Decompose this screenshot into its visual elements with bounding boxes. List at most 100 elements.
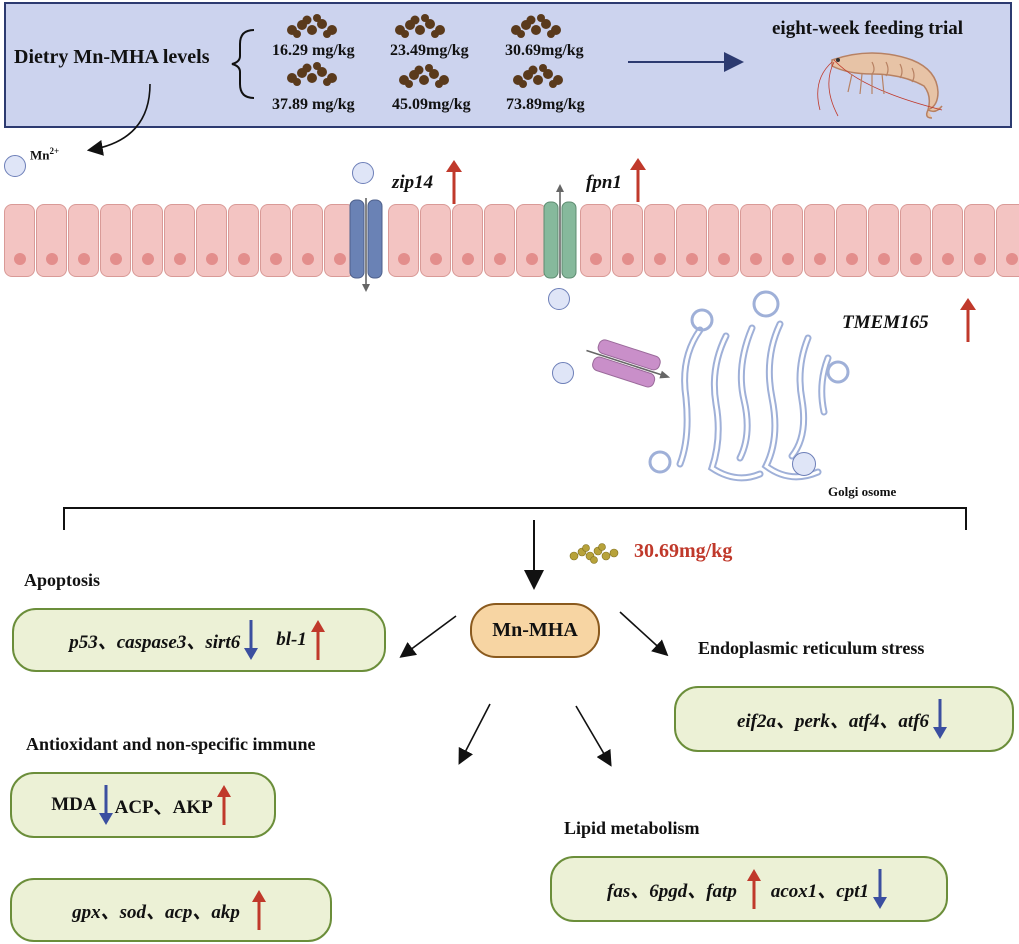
cell-nucleus: [206, 253, 218, 265]
epithelial-cell: [708, 204, 739, 277]
epithelial-cell: [388, 204, 419, 277]
cell-nucleus: [846, 253, 858, 265]
epithelial-cell: [36, 204, 67, 277]
manganese-ion-label-charge: 2+: [49, 146, 60, 156]
cell-nucleus: [654, 253, 666, 265]
zip14-label: zip14: [392, 172, 434, 193]
epithelial-cell: [580, 204, 611, 277]
cell-nucleus: [174, 253, 186, 265]
epithelial-cell: [996, 204, 1019, 277]
epithelial-cell: [420, 204, 451, 277]
cell-nucleus: [910, 253, 922, 265]
antioxidant-markers-box: MDA ACP、AKP: [10, 772, 276, 838]
cell-nucleus: [270, 253, 282, 265]
lipid-genes-down: acox1、cpt1: [770, 880, 869, 902]
antioxidant-genes-box: gpx、sod、acp、akp: [10, 878, 332, 942]
cell-nucleus: [46, 253, 58, 265]
summary-bracket: [63, 507, 967, 530]
antioxidant-markers-down: MDA: [51, 794, 97, 815]
feed-pellets-icon: [390, 12, 452, 38]
up-arrow-icon: [446, 160, 462, 204]
apoptosis-genes-box: p53、caspase3、sirt6 bl-1: [12, 608, 386, 672]
intestinal-epithelium: [4, 204, 1019, 277]
cell-nucleus: [238, 253, 250, 265]
epithelial-cell: [900, 204, 931, 277]
cell-nucleus: [302, 253, 314, 265]
cell-nucleus: [782, 253, 794, 265]
dose-label: 30.69mg/kg: [505, 42, 584, 59]
apoptosis-genes-up: bl-1: [276, 629, 307, 650]
manganese-ion: [548, 288, 570, 310]
cell-nucleus: [398, 253, 410, 265]
epithelial-cell: [292, 204, 323, 277]
feed-pellets-icon: [282, 60, 344, 86]
fpn1-label: fpn1: [586, 172, 622, 193]
up-arrow-icon: [251, 890, 266, 930]
cell-nucleus: [718, 253, 730, 265]
arrow-to-er-stress: [619, 611, 669, 657]
epithelial-cell: [932, 204, 963, 277]
dietary-levels-title: Dietry Mn-MHA levels: [14, 46, 210, 68]
epithelial-cell: [228, 204, 259, 277]
feed-pellets-icon: [394, 62, 456, 88]
manganese-ion: [4, 155, 26, 177]
cell-nucleus: [814, 253, 826, 265]
epithelial-cell: [804, 204, 835, 277]
mn-mha-node: Mn-MHA: [470, 603, 600, 658]
epithelial-cell: [164, 204, 195, 277]
feed-pellets-icon: [566, 542, 622, 564]
cell-nucleus: [878, 253, 890, 265]
cell-nucleus: [622, 253, 634, 265]
levels-brace: [231, 29, 255, 99]
dose-label: 45.09mg/kg: [392, 96, 471, 113]
epithelial-cell: [484, 204, 515, 277]
dose-label: 23.49mg/kg: [390, 42, 469, 59]
cell-nucleus: [334, 253, 346, 265]
zip14-transporter-icon: [346, 196, 386, 294]
lipid-metabolism-title: Lipid metabolism: [564, 818, 700, 838]
epithelial-cell: [612, 204, 643, 277]
down-arrow-icon: [872, 869, 887, 909]
epithelial-cell: [196, 204, 227, 277]
epithelial-cell: [676, 204, 707, 277]
cell-nucleus: [590, 253, 602, 265]
cell-nucleus: [14, 253, 26, 265]
manganese-ion-label: Mn2+: [30, 146, 59, 163]
apoptosis-title: Apoptosis: [24, 570, 101, 590]
up-arrow-icon: [960, 298, 976, 342]
dose-label: 37.89 mg/kg: [272, 96, 355, 113]
down-arrow-icon: [244, 620, 259, 660]
down-arrow-icon: [933, 699, 948, 739]
cell-nucleus: [942, 253, 954, 265]
lipid-metabolism-genes-box: fas、6pgd、fatp acox1、cpt1: [550, 856, 948, 922]
antioxidant-markers-up: ACP、AKP: [114, 796, 213, 818]
epithelial-cell: [4, 204, 35, 277]
cell-nucleus: [430, 253, 442, 265]
cell-nucleus: [686, 253, 698, 265]
optimal-dose-label: 30.69mg/kg: [634, 540, 733, 562]
golgi-apparatus-icon: [640, 288, 860, 500]
epithelial-cell: [68, 204, 99, 277]
dose-label: 16.29 mg/kg: [272, 42, 355, 59]
up-arrow-icon: [630, 158, 646, 202]
cell-nucleus: [78, 253, 90, 265]
epithelial-cell: [452, 204, 483, 277]
manganese-ion: [552, 362, 574, 384]
cell-nucleus: [526, 253, 538, 265]
cell-nucleus: [1006, 253, 1018, 265]
manganese-ion: [792, 452, 816, 476]
apoptosis-genes-down: p53、caspase3、sirt6: [69, 631, 241, 653]
er-stress-title: Endoplasmic reticulum stress: [698, 638, 925, 658]
cell-nucleus: [142, 253, 154, 265]
up-arrow-icon: [746, 869, 761, 909]
epithelial-cell: [868, 204, 899, 277]
epithelial-cell: [132, 204, 163, 277]
epithelial-cell: [644, 204, 675, 277]
lipid-genes-up: fas、6pgd、fatp: [607, 880, 737, 902]
feed-pellets-icon: [282, 12, 344, 38]
cell-nucleus: [974, 253, 986, 265]
feeding-trial-label: eight-week feeding trial: [772, 18, 964, 39]
epithelial-cell: [964, 204, 995, 277]
epithelial-cell: [516, 204, 547, 277]
tmem165-label: TMEM165: [842, 312, 929, 333]
